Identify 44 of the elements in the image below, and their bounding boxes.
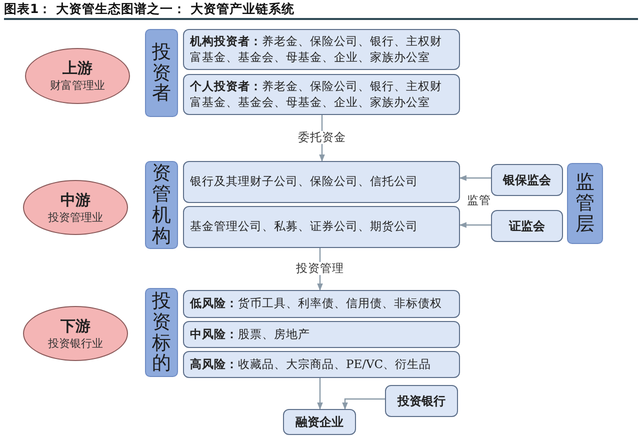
stage-title: 下游 [60, 316, 90, 336]
content-box [183, 161, 460, 203]
arrow [459, 175, 491, 181]
content-box [183, 29, 460, 70]
arrow [317, 378, 323, 410]
agency-box [491, 210, 563, 242]
chart-title: 图表1： 大资管生态图谱之一： 大资管产业链系统 [4, 1, 294, 18]
category-label: 投资者 [152, 42, 171, 104]
box-text: 融资企业 [296, 414, 344, 430]
content-box [183, 351, 460, 378]
stage-subtitle: 投资管理业 [48, 210, 103, 224]
category-label: 投资标的 [152, 290, 171, 374]
category-label: 资管机构 [152, 163, 171, 247]
box-text: 低风险：货币工具、利率债、信用债、非标债权 [190, 296, 442, 312]
box-text: 投资银行 [398, 392, 446, 410]
agency-box [385, 385, 458, 417]
edge-label: 投资管理 [295, 262, 345, 275]
edge-label: 委托资金 [297, 131, 347, 144]
category-bar [145, 288, 178, 377]
category-bar [145, 161, 178, 249]
box-text: 基金管理公司、私募、证券公司、期货公司 [190, 219, 418, 235]
category-bar [567, 163, 603, 244]
box-text: 高风险：收藏品、大宗商品、PE/VC、衍生品 [190, 356, 432, 372]
agency-box [283, 409, 356, 435]
box-text: 证监会 [509, 218, 545, 234]
content-box [183, 74, 460, 115]
stage-subtitle: 投资银行业 [48, 336, 103, 350]
content-box [183, 290, 460, 318]
box-text: 银行及其理财子公司、保险公司、信托公司 [190, 174, 418, 190]
stage-subtitle: 财富管理业 [50, 78, 105, 93]
category-label: 监管层 [576, 172, 594, 235]
stage-title: 上游 [62, 59, 92, 78]
annotation-label: 监管 [466, 194, 492, 207]
box-text: 银保监会 [503, 172, 551, 188]
box-text: 机构投资者：养老金、保险公司、银行、主权财富基金、基金会、母基金、企业、家族办公室 [190, 34, 443, 66]
content-box [183, 206, 460, 248]
arrow [342, 398, 385, 410]
agency-box [491, 164, 563, 196]
box-text: 个人投资者：养老金、保险公司、银行、主权财富基金、基金会、母基金、企业、家族办公室 [190, 78, 443, 110]
content-box [183, 321, 460, 348]
box-text: 中风险：股票、房地产 [190, 326, 310, 342]
stage-title: 中游 [60, 190, 90, 210]
arrow [459, 222, 491, 228]
category-bar [145, 29, 178, 117]
